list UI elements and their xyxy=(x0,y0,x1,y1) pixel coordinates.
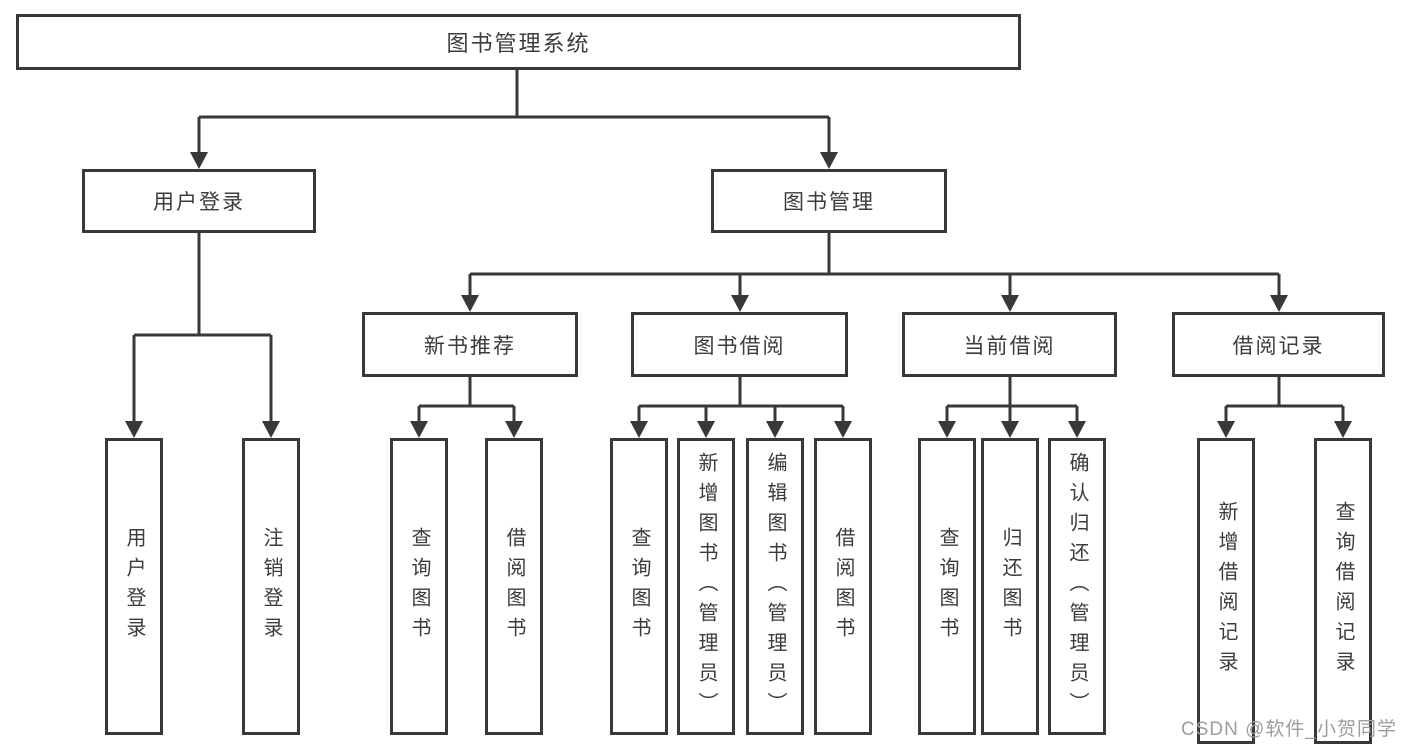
arrowhead-icon xyxy=(697,421,715,438)
arrowhead-icon xyxy=(820,152,838,169)
connector-user-login xyxy=(132,233,273,423)
leaf-query-book-current: 查询图书 xyxy=(918,438,976,735)
csdn-watermark: CSDN @软件_小贺同学 xyxy=(1181,719,1397,740)
node-current-borrow: 当前借阅 xyxy=(902,312,1117,377)
leaf-query-book-recommend: 查询图书 xyxy=(390,438,448,735)
node-book-management: 图书管理 xyxy=(711,169,947,233)
arrowhead-icon xyxy=(766,421,784,438)
arrowhead-icon xyxy=(190,152,208,169)
arrowhead-icon xyxy=(938,421,956,438)
arrowhead-icon xyxy=(1270,295,1288,312)
arrowhead-icon xyxy=(630,421,648,438)
arrowhead-icon xyxy=(1001,421,1019,438)
arrowhead-icon xyxy=(834,421,852,438)
arrowhead-icon xyxy=(125,421,143,438)
leaf-borrow-book-recommend: 借阅图书 xyxy=(485,438,543,735)
arrowhead-icon xyxy=(1217,421,1235,438)
node-user-login: 用户登录 xyxy=(82,169,316,233)
leaf-return-book: 归还图书 xyxy=(981,438,1039,735)
leaf-query-book-borrow: 查询图书 xyxy=(610,438,668,735)
arrowhead-icon xyxy=(731,295,749,312)
connector-book-management xyxy=(468,233,1281,297)
arrowhead-icon xyxy=(1001,295,1019,312)
node-root: 图书管理系统 xyxy=(16,14,1021,70)
arrowhead-icon xyxy=(461,295,479,312)
node-borrow-records: 借阅记录 xyxy=(1172,312,1385,377)
connector-current-borrow xyxy=(945,377,1079,423)
node-new-book-recommend: 新书推荐 xyxy=(362,312,578,377)
leaf-add-book-admin: 新增图书（管理员） xyxy=(677,438,735,735)
leaf-edit-book-admin: 编辑图书（管理员） xyxy=(746,438,804,735)
leaf-logout: 注销登录 xyxy=(242,438,300,735)
leaf-confirm-return-admin: 确认归还（管理员） xyxy=(1048,438,1106,735)
arrowhead-icon xyxy=(1334,421,1352,438)
leaf-query-borrow-record: 查询借阅记录 xyxy=(1314,438,1372,744)
connector-root-to-level2 xyxy=(197,70,831,154)
connector-new-book-recommend xyxy=(417,377,516,423)
leaf-user-login: 用户登录 xyxy=(105,438,163,735)
leaf-borrow-book: 借阅图书 xyxy=(814,438,872,735)
node-book-borrow: 图书借阅 xyxy=(631,312,848,377)
arrowhead-icon xyxy=(1068,421,1086,438)
arrowhead-icon xyxy=(262,421,280,438)
arrowhead-icon xyxy=(505,421,523,438)
leaf-add-borrow-record: 新增借阅记录 xyxy=(1197,438,1255,744)
connector-book-borrow xyxy=(637,377,845,423)
connector-borrow-records xyxy=(1224,377,1345,423)
arrowhead-icon xyxy=(410,421,428,438)
